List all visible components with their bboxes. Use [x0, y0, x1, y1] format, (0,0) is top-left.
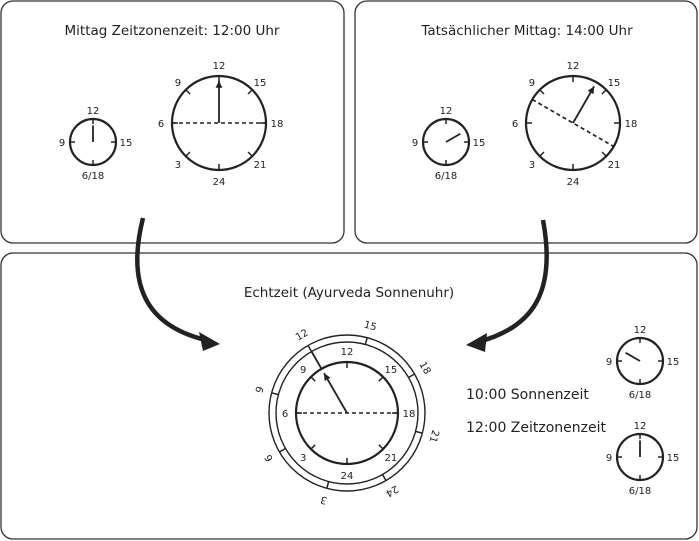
tr-label-top: 12 — [440, 106, 453, 117]
tr-tick — [601, 89, 607, 95]
tr-label-12: 12 — [567, 61, 580, 72]
title-actual-noon: Tatsächlicher Mittag: 14:00 Uhr — [420, 23, 633, 39]
tl-tick — [247, 89, 253, 95]
tl-label-right: 15 — [120, 138, 133, 149]
bottom-outer-label-6: 6 — [263, 452, 276, 463]
tl-label-21: 21 — [254, 160, 267, 171]
tr-label-18: 18 — [625, 119, 638, 130]
bottom-tick — [378, 376, 384, 382]
bottom-outer-tick — [408, 373, 415, 379]
tl-tick — [247, 151, 253, 157]
tr-hand — [572, 85, 595, 124]
panel-bottom — [0, 252, 698, 540]
tr-label-24: 24 — [567, 177, 580, 188]
bottom-outer-ring-outer — [268, 334, 426, 492]
tl-label-3: 3 — [175, 160, 181, 171]
bottom-outer-ring-inner — [275, 341, 419, 485]
tl-label-24: 24 — [213, 177, 226, 188]
sun-time-text: 10:00 Sonnenzeit — [466, 387, 589, 403]
bottom-outer-tick — [307, 345, 313, 352]
arrow-right-curve — [477, 219, 549, 345]
tr-label-21: 21 — [608, 160, 621, 171]
tl-tick — [185, 89, 191, 95]
tl-label-6: 6 — [158, 119, 164, 130]
bottom-noon-connector — [310, 351, 323, 370]
bs-hand — [625, 351, 641, 362]
bottom-outer-tick — [271, 392, 279, 396]
bz-label-bottom: 6/18 — [629, 486, 651, 497]
tl-tick — [185, 151, 191, 157]
bottom-outer-tick — [381, 474, 387, 481]
bottom-label-21: 21 — [384, 453, 397, 464]
zone-time-text: 12:00 Zeitzonenzeit — [466, 420, 607, 436]
tr-label-bottom: 6/18 — [435, 171, 457, 182]
title-real-time: Echtzeit (Ayurveda Sonnenuhr) — [244, 285, 454, 301]
tr-horizon-line — [531, 98, 615, 148]
arrow-left-head — [199, 332, 220, 351]
bs-label-left: 9 — [606, 357, 612, 368]
bz-label-left: 9 — [606, 453, 612, 464]
bottom-label-6: 6 — [282, 409, 288, 420]
bottom-label-15: 15 — [384, 365, 397, 376]
tl-label-12: 12 — [213, 61, 226, 72]
bz-label-right: 15 — [667, 453, 680, 464]
tr-hand — [445, 132, 461, 143]
bottom-outer-label-9: 9 — [254, 385, 266, 394]
bottom-outer-label-15: 15 — [363, 320, 378, 334]
bottom-outer-tick — [364, 337, 368, 345]
bs-label-top: 12 — [634, 325, 647, 336]
arrow-left-curve — [135, 217, 211, 344]
title-zone-noon: Mittag Zeitzonenzeit: 12:00 Uhr — [65, 23, 280, 39]
tl-hand-head — [215, 80, 223, 88]
bottom-label-3: 3 — [300, 453, 306, 464]
bottom-outer-tick — [279, 447, 286, 453]
bottom-label-18: 18 — [403, 409, 416, 420]
tl-label-left: 9 — [59, 138, 65, 149]
bottom-tick — [310, 444, 316, 450]
bottom-tick — [310, 376, 316, 382]
bottom-outer-label-3: 3 — [319, 493, 328, 505]
arrow-right-head — [466, 333, 487, 352]
tr-tick — [539, 151, 545, 157]
tr-tick — [601, 151, 607, 157]
bottom-hand-head — [324, 373, 331, 382]
tl-label-18: 18 — [271, 119, 284, 130]
tr-label-left: 9 — [412, 138, 418, 149]
tr-hand-head — [587, 86, 595, 95]
tr-label-9: 9 — [529, 78, 535, 89]
tr-label-3: 3 — [529, 160, 535, 171]
bottom-outer-tick — [415, 430, 423, 434]
bottom-outer-tick — [326, 481, 330, 489]
tr-label-6: 6 — [512, 119, 518, 130]
bottom-tick — [378, 444, 384, 450]
tl-label-9: 9 — [175, 78, 181, 89]
tl-label-top: 12 — [87, 106, 100, 117]
bottom-hand — [323, 372, 348, 414]
tl-label-15: 15 — [254, 78, 267, 89]
bottom-outer-label-21: 21 — [426, 429, 440, 444]
bs-label-bottom: 6/18 — [629, 390, 651, 401]
bs-label-right: 15 — [667, 357, 680, 368]
tr-tick — [539, 89, 545, 95]
bottom-label-12: 12 — [341, 347, 354, 358]
tl-label-bottom: 6/18 — [82, 171, 104, 182]
tr-label-right: 15 — [473, 138, 486, 149]
bottom-label-24: 24 — [341, 471, 354, 482]
bottom-label-9: 9 — [300, 365, 306, 376]
bz-label-top: 12 — [634, 421, 647, 432]
bottom-outer-label-12: 12 — [294, 328, 311, 344]
tr-label-15: 15 — [608, 78, 621, 89]
